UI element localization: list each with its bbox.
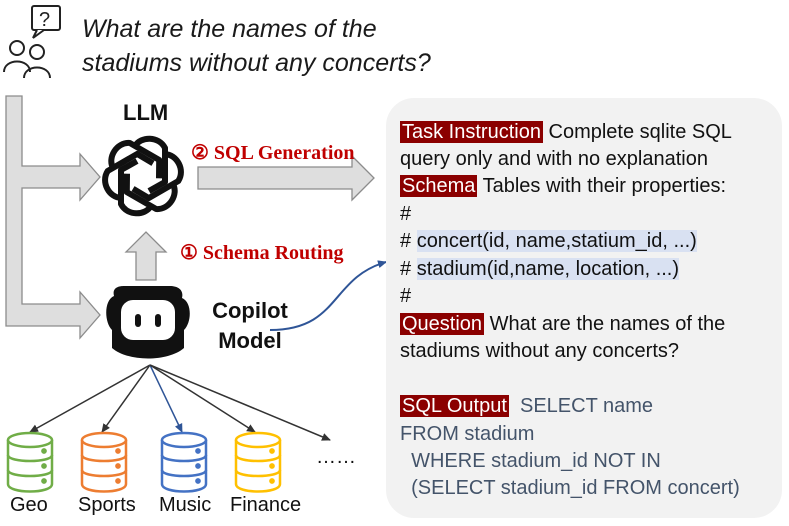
svg-text:?: ? (39, 9, 50, 31)
database-sports-icon (80, 431, 128, 493)
flow-arrow-llm-to-prompt (197, 154, 375, 202)
task-instruction-tag: Task Instruction (400, 121, 543, 143)
sql-generation-label: ② SQL Generation (191, 142, 355, 164)
schema-line: Schema Tables with their properties: (400, 173, 726, 200)
schema-routing-label: ① Schema Routing (180, 242, 344, 264)
schema-text: Tables with their properties: (477, 175, 727, 197)
question-line-2: stadiums without any concerts? (82, 49, 431, 77)
schema-tag: Schema (400, 175, 478, 197)
task-instruction-line: Task Instruction Complete sqlite SQL (400, 119, 732, 146)
sql-line-3: WHERE stadium_id NOT IN (400, 450, 661, 472)
flow-arrow-left (5, 95, 101, 340)
sql-output-line: SQL Output SELECT name (400, 393, 653, 420)
schema-stadium-line: # stadium(id,name, location, ...) (400, 256, 680, 283)
fan-out-arrows (29, 364, 331, 441)
task-instruction-line-2: query only and with no explanation (400, 148, 708, 170)
more-databases-ellipsis: …… (316, 446, 356, 468)
copilot-logo-icon (106, 286, 190, 359)
question-tag: Question (400, 313, 485, 335)
llm-label: LLM (123, 100, 169, 125)
concert-table-highlight: concert(id, name,statium_id, ...) (416, 230, 697, 252)
database-geo-icon (6, 431, 54, 493)
concert-hash: # (400, 230, 417, 252)
copilot-label-line-1: Copilot (212, 298, 288, 323)
question-prompt-line: Question What are the names of the (400, 311, 725, 338)
database-label-sports: Sports (78, 494, 136, 516)
question-prompt-text: What are the names of the (484, 313, 726, 335)
copilot-label-line-2: Model (218, 328, 282, 353)
flow-arrow-copilot-to-llm (124, 231, 168, 281)
sql-line-4: (SELECT stadium_id FROM concert) (400, 477, 740, 499)
database-label-music: Music (159, 494, 212, 516)
database-label-finance: Finance (230, 494, 302, 516)
stadium-hash: # (400, 258, 417, 280)
question-line-1: What are the names of the (82, 15, 377, 43)
sql-output-tag: SQL Output (400, 395, 509, 417)
database-music-icon (160, 431, 208, 493)
routing-arrow (269, 260, 387, 331)
sql-line-2: FROM stadium (400, 423, 535, 445)
schema-concert-line: # concert(id, name,statium_id, ...) (400, 228, 697, 255)
openai-logo-icon (102, 135, 184, 217)
schema-hash-1: # (400, 203, 412, 225)
question-prompt-line-2: stadiums without any concerts? (400, 340, 680, 362)
sql-line-1: SELECT name (508, 395, 654, 417)
database-finance-icon (234, 431, 282, 493)
database-label-geo: Geo (10, 494, 48, 516)
stadium-table-highlight: stadium(id,name, location, ...) (416, 258, 680, 280)
user-question: What are the names of the stadiums witho… (82, 12, 442, 80)
copilot-label: Copilot Model (205, 296, 295, 356)
user-question-icon: ? (3, 5, 61, 79)
schema-hash-2: # (400, 285, 412, 307)
prompt-panel (386, 98, 782, 518)
task-instruction-text: Complete sqlite SQL (542, 121, 732, 143)
